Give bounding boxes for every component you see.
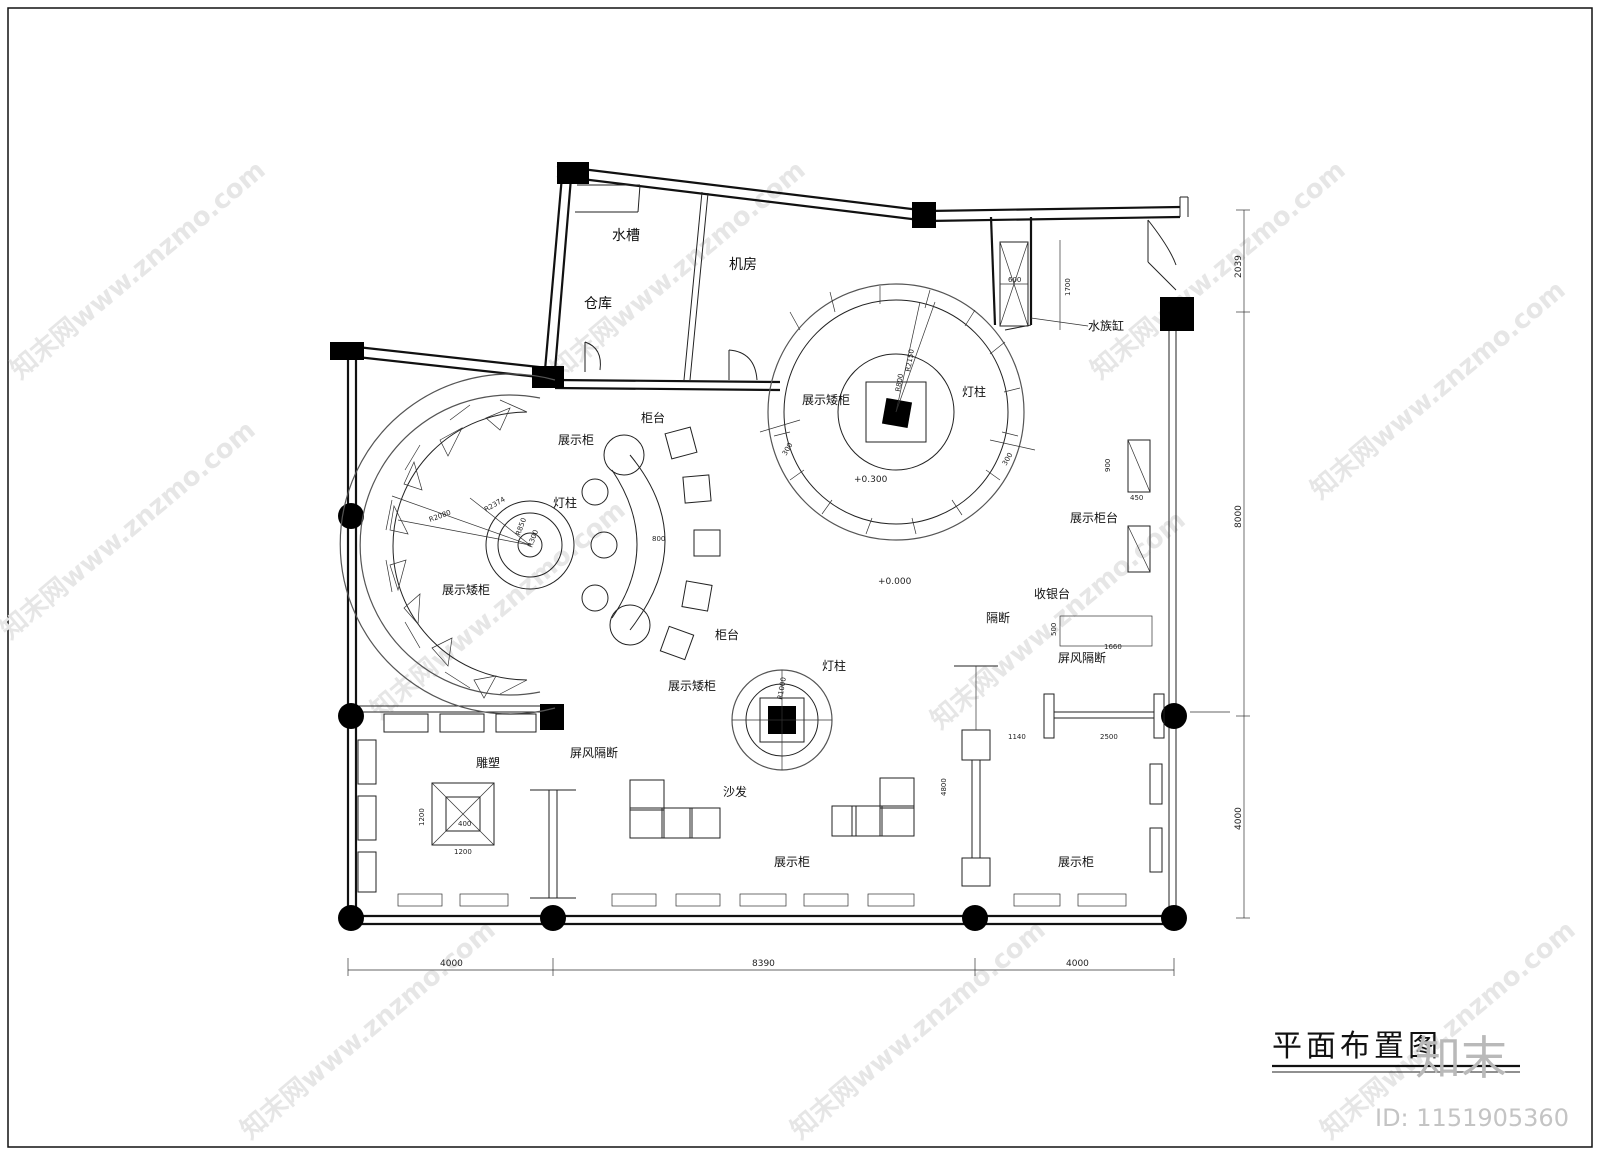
label-sofa: 沙发: [723, 784, 747, 799]
watermark-diagonal: 知末网www.znzmo.com: [5, 155, 271, 385]
column: [557, 162, 589, 184]
dim-sculpture-inner: 400: [458, 820, 471, 828]
walls: [346, 164, 1189, 926]
column: [1161, 703, 1187, 729]
dim-stand-width: 450: [1130, 494, 1143, 502]
dim-right-bottom: 4000: [1234, 807, 1244, 830]
label-display-cabinet-top: 展示柜: [558, 433, 594, 447]
left-semicircle-display: [339, 373, 575, 715]
watermark-id: ID: 1151905360: [1375, 1104, 1569, 1132]
dim-aquarium-height: 1700: [1064, 278, 1072, 296]
dim-bottom-center: 8390: [752, 959, 775, 969]
label-counter-top: 柜台: [641, 410, 665, 425]
column: [338, 503, 364, 529]
watermark-diagonal: 知末网www.znzmo.com: [0, 415, 261, 645]
column: [962, 905, 988, 931]
column: [532, 366, 564, 388]
label-aquarium: 水族缸: [1088, 318, 1124, 333]
dim-screen-a: 1140: [1008, 733, 1026, 741]
label-display-cabinet-bottom: 展示柜: [774, 855, 810, 869]
column: [338, 703, 364, 729]
dim-partition-height: 4800: [940, 778, 948, 796]
label-display-stand: 展示柜台: [1070, 510, 1118, 525]
lower-furniture: [357, 713, 1127, 907]
dim-sculpture-height: 1200: [418, 808, 426, 826]
entry-door: [1147, 219, 1177, 291]
column: [330, 342, 364, 360]
diagonal-watermarks: 知末网www.znzmo.com 知末网www.znzmo.com 知末网www…: [0, 155, 1581, 1145]
storage-details: [575, 184, 758, 381]
label-display-cabinet-bottom-right: 展示柜: [1058, 855, 1094, 869]
column: [1160, 297, 1194, 331]
dim-radius-f: R300: [526, 529, 540, 549]
dim-bottom-left: 4000: [440, 959, 463, 969]
dim-radius-e: R2080: [428, 509, 452, 524]
label-low-cabinet-center: 展示矮柜: [668, 679, 716, 693]
dim-radius-c: R1000: [776, 677, 788, 701]
label-low-cabinet-right: 展示矮柜: [802, 393, 850, 407]
aquarium: [999, 241, 1029, 327]
dim-screen-b: 2500: [1100, 733, 1118, 741]
label-machine-room: 机房: [729, 257, 757, 273]
label-storage: 仓库: [584, 296, 612, 312]
dim-cashier-width: 1660: [1104, 643, 1122, 651]
watermark-diagonal: 知末网www.znzmo.com: [1085, 155, 1351, 385]
label-sink: 水槽: [612, 228, 640, 244]
column: [912, 202, 936, 228]
watermark-diagonal: 知末网www.znzmo.com: [785, 915, 1051, 1145]
dim-cashier-height: 500: [1050, 623, 1058, 636]
label-counter-bottom: 柜台: [715, 627, 739, 642]
label-low-cabinet-left: 展示矮柜: [442, 583, 490, 597]
label-cashier: 收银台: [1034, 586, 1070, 601]
watermark-diagonal: 知末网www.znzmo.com: [925, 505, 1191, 735]
dim-counter-width: 800: [652, 535, 665, 543]
label-light-pillar-right: 灯柱: [962, 384, 986, 399]
watermark-diagonal: 知末网www.znzmo.com: [1305, 275, 1571, 505]
label-screen-partition-left: 屏风隔断: [570, 745, 618, 760]
label-light-pillar-left: 灯柱: [553, 495, 577, 510]
level-floor: +0.000: [878, 577, 912, 587]
label-partition: 隔断: [986, 610, 1010, 625]
watermark-logo: 知末: [1415, 1031, 1507, 1085]
dim-radius-a: R800: [894, 373, 905, 392]
dim-radius-d: R2374: [483, 495, 507, 514]
right-circular-platform: [759, 283, 1036, 541]
columns: [330, 162, 1194, 931]
dimension-lines: [347, 209, 1250, 976]
dim-stand-height: 900: [1104, 459, 1112, 472]
column: [540, 704, 564, 730]
watermark-diagonal: 知末网www.znzmo.com: [235, 915, 501, 1145]
label-screen-partition-right: 屏风隔断: [1058, 650, 1106, 665]
column: [540, 905, 566, 931]
label-light-pillar-center: 灯柱: [822, 658, 846, 673]
counter-crescent: [581, 426, 721, 661]
dim-radius-b: R2150: [904, 349, 916, 373]
column: [338, 905, 364, 931]
dim-sculpture-width: 1200: [454, 848, 472, 856]
dim-right-top: 2039: [1234, 255, 1244, 278]
column: [1161, 905, 1187, 931]
drawing-title: 平面布置图: [1272, 1029, 1442, 1064]
dim-right-middle: 8000: [1234, 505, 1244, 528]
sheet-border: [7, 7, 1593, 1148]
dim-aquarium-width: 600: [1008, 276, 1021, 284]
level-raised: +0.300: [854, 475, 888, 485]
label-sculpture: 雕塑: [476, 755, 500, 770]
center-lamp-display: [731, 669, 833, 771]
right-furniture: [954, 439, 1165, 887]
dim-bottom-right: 4000: [1066, 959, 1089, 969]
